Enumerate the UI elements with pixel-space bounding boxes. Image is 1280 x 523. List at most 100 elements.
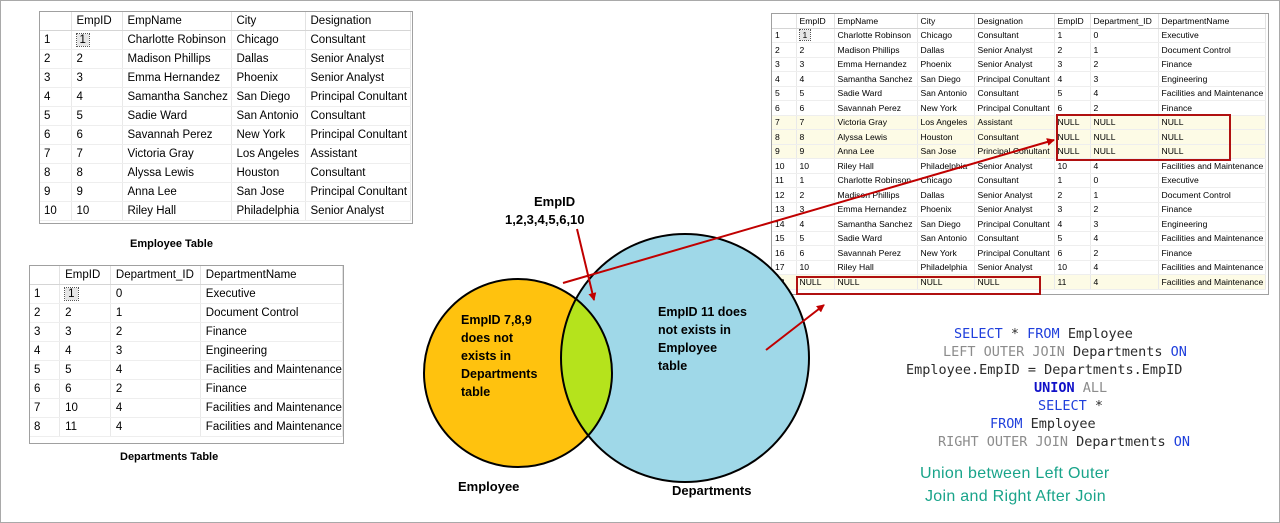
- result-table-cell[interactable]: Senior Analyst: [974, 42, 1055, 58]
- departments-table-cell[interactable]: 4: [110, 417, 201, 437]
- employee-table-cell[interactable]: 5: [71, 106, 123, 126]
- departments-table-cell[interactable]: 4: [110, 398, 201, 418]
- result-table-row-number[interactable]: 10: [772, 158, 797, 174]
- employee-table-cell[interactable]: Anna Lee: [122, 182, 232, 202]
- result-table-cell[interactable]: 7: [796, 115, 835, 130]
- result-table-cell[interactable]: Executive: [1158, 28, 1266, 43]
- employee-table-cell[interactable]: 10: [71, 201, 123, 221]
- result-table-cell[interactable]: Senior Analyst: [974, 202, 1055, 217]
- result-table-cell[interactable]: Finance: [1158, 245, 1266, 261]
- employee-table-row-number[interactable]: 1: [40, 30, 72, 50]
- result-table-cell[interactable]: NULL: [974, 274, 1055, 290]
- employee-table-cell[interactable]: Chicago: [231, 30, 306, 50]
- result-table-row-number[interactable]: 6: [772, 100, 797, 116]
- result-table-row-number[interactable]: 5: [772, 86, 797, 101]
- result-table-cell[interactable]: 3: [1054, 57, 1091, 72]
- employee-table-cell[interactable]: Houston: [231, 163, 306, 183]
- employee-table-column-header[interactable]: Designation: [305, 12, 411, 31]
- employee-table-cell[interactable]: 7: [71, 144, 123, 164]
- result-table-column-header[interactable]: DepartmentName: [1158, 14, 1266, 29]
- employee-table-row-number[interactable]: 5: [40, 106, 72, 126]
- result-table-cell[interactable]: Phoenix: [917, 57, 975, 72]
- result-table-column-header[interactable]: EmpName: [834, 14, 918, 29]
- result-table-cell[interactable]: Facilities and Maintenance: [1158, 260, 1266, 275]
- result-table-cell[interactable]: San Diego: [917, 71, 975, 87]
- result-table-cell[interactable]: Dallas: [917, 187, 975, 203]
- result-table-row-number[interactable]: 17: [772, 260, 797, 275]
- result-table-row-number[interactable]: 1: [772, 28, 797, 43]
- result-table-cell[interactable]: 1: [1090, 42, 1159, 58]
- result-table-cell[interactable]: NULL: [796, 274, 835, 290]
- result-table-cell[interactable]: Madison Phillips: [834, 42, 918, 58]
- departments-table-cell[interactable]: Engineering: [200, 341, 343, 361]
- result-table-cell[interactable]: Samantha Sanchez: [834, 71, 918, 87]
- employee-table-cell[interactable]: 1: [71, 30, 123, 50]
- result-table-cell[interactable]: Sadie Ward: [834, 231, 918, 246]
- employee-table-cell[interactable]: Principal Conultant: [305, 125, 411, 145]
- employee-table-row-number[interactable]: 3: [40, 68, 72, 88]
- result-table-row-number[interactable]: 15: [772, 231, 797, 246]
- departments-table-column-header[interactable]: EmpID: [59, 266, 111, 285]
- employee-table-cell[interactable]: Savannah Perez: [122, 125, 232, 145]
- result-table-cell[interactable]: San Antonio: [917, 86, 975, 101]
- result-table-cell[interactable]: Consultant: [974, 173, 1055, 188]
- result-table-cell[interactable]: Finance: [1158, 57, 1266, 72]
- employee-table-cell[interactable]: Victoria Gray: [122, 144, 232, 164]
- employee-table-cell[interactable]: 3: [71, 68, 123, 88]
- employee-table-cell[interactable]: San Jose: [231, 182, 306, 202]
- result-table-column-header[interactable]: Designation: [974, 14, 1055, 29]
- result-table-cell[interactable]: 6: [796, 245, 835, 261]
- result-table-cell[interactable]: Sadie Ward: [834, 86, 918, 101]
- result-table-cell[interactable]: Principal Conultant: [974, 216, 1055, 232]
- result-table-cell[interactable]: 6: [796, 100, 835, 116]
- result-table-cell[interactable]: NULL: [1158, 144, 1266, 159]
- departments-table-row-number[interactable]: 2: [30, 303, 61, 323]
- departments-table-row-number[interactable]: 6: [30, 379, 61, 399]
- employee-table-cell[interactable]: Sadie Ward: [122, 106, 232, 126]
- result-table-cell[interactable]: Engineering: [1158, 71, 1266, 87]
- result-table-cell[interactable]: 3: [1090, 216, 1159, 232]
- departments-table-column-header[interactable]: Department_ID: [110, 266, 201, 285]
- employee-table-row-number[interactable]: 2: [40, 49, 72, 69]
- result-table-cell[interactable]: 4: [1054, 71, 1091, 87]
- result-table-cell[interactable]: 2: [1090, 57, 1159, 72]
- employee-table-cell[interactable]: Phoenix: [231, 68, 306, 88]
- employee-table-cell[interactable]: Los Angeles: [231, 144, 306, 164]
- employee-table-cell[interactable]: 2: [71, 49, 123, 69]
- result-table-cell[interactable]: NULL: [1158, 115, 1266, 130]
- result-table-row-number[interactable]: 3: [772, 57, 797, 72]
- departments-table-cell[interactable]: 1: [59, 284, 111, 304]
- result-table-cell[interactable]: Riley Hall: [834, 158, 918, 174]
- result-table-cell[interactable]: Philadelphia: [917, 260, 975, 275]
- departments-table-cell[interactable]: Document Control: [200, 303, 343, 323]
- result-table-row-number[interactable]: 9: [772, 144, 797, 159]
- result-table-cell[interactable]: 2: [796, 42, 835, 58]
- result-table-cell[interactable]: Consultant: [974, 28, 1055, 43]
- employee-table-cell[interactable]: 9: [71, 182, 123, 202]
- result-table-cell[interactable]: 5: [1054, 231, 1091, 246]
- departments-table-cell[interactable]: 10: [59, 398, 111, 418]
- result-table-cell[interactable]: Facilities and Maintenance: [1158, 231, 1266, 246]
- result-table-cell[interactable]: 8: [796, 129, 835, 145]
- result-table-cell[interactable]: NULL: [1054, 129, 1091, 145]
- employee-table-cell[interactable]: Senior Analyst: [305, 68, 411, 88]
- result-table-cell[interactable]: Document Control: [1158, 42, 1266, 58]
- departments-table-row-number[interactable]: 5: [30, 360, 61, 380]
- departments-table-cell[interactable]: 0: [110, 284, 201, 304]
- result-table-cell[interactable]: 10: [796, 260, 835, 275]
- result-table-row-number[interactable]: 12: [772, 187, 797, 203]
- result-table-cell[interactable]: NULL: [1090, 144, 1159, 159]
- result-table-cell[interactable]: 2: [1090, 202, 1159, 217]
- result-table-cell[interactable]: 5: [1054, 86, 1091, 101]
